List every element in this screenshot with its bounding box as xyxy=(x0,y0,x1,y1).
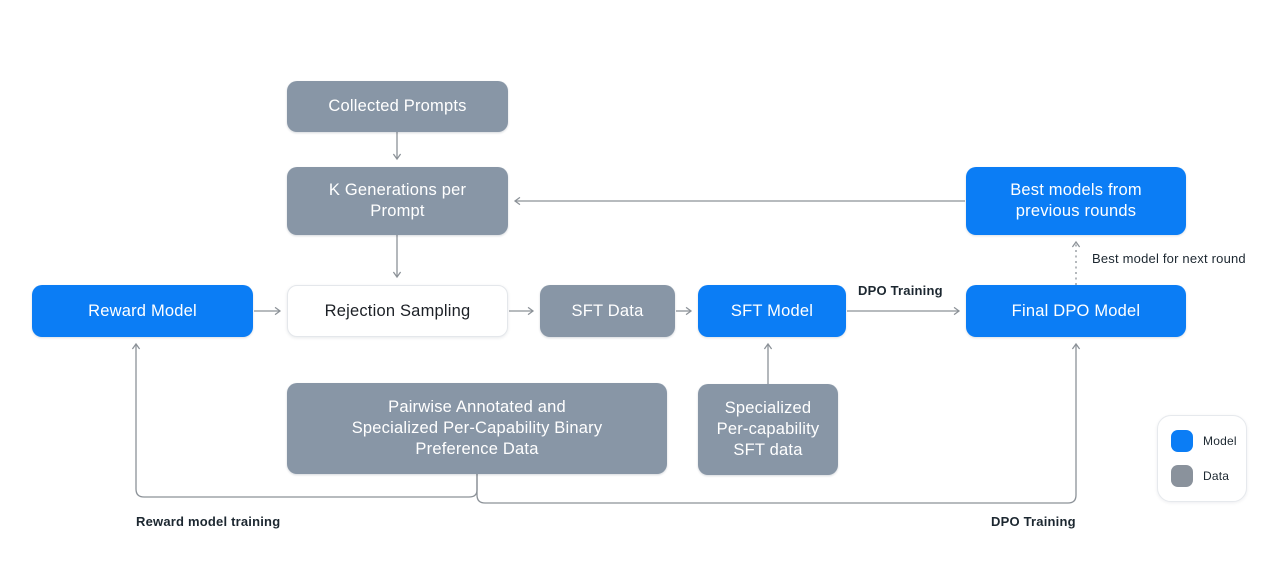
node-rejection-sampling: Rejection Sampling xyxy=(287,285,508,337)
edge-pairwise-to-finaldpo xyxy=(476,342,1081,504)
node-pairwise-preference-data: Pairwise Annotated and Specialized Per-C… xyxy=(287,383,667,474)
node-k-generations-per-prompt: K Generations per Prompt xyxy=(287,167,508,235)
legend-label-data: Data xyxy=(1203,469,1230,483)
legend: Model Data xyxy=(1157,415,1247,502)
legend-label-model: Model xyxy=(1203,434,1237,448)
node-specialized-sft-data: Specialized Per-capability SFT data xyxy=(698,384,838,475)
node-sft-model: SFT Model xyxy=(698,285,846,337)
edge-label-reward-model-training: Reward model training xyxy=(136,514,281,529)
edge-label-dpo-training-bottom: DPO Training xyxy=(991,514,1076,529)
node-reward-model: Reward Model xyxy=(32,285,253,337)
node-final-dpo-model: Final DPO Model xyxy=(966,285,1186,337)
edge-label-best-model-for-next-round: Best model for next round xyxy=(1092,251,1246,266)
edge-label-dpo-training-top: DPO Training xyxy=(858,283,943,298)
data-color-swatch xyxy=(1171,465,1193,487)
node-best-models-from-previous-rounds: Best models from previous rounds xyxy=(966,167,1186,235)
model-color-swatch xyxy=(1171,430,1193,452)
legend-item-data: Data xyxy=(1171,465,1246,487)
legend-item-model: Model xyxy=(1171,430,1246,452)
node-sft-data: SFT Data xyxy=(540,285,675,337)
node-collected-prompts: Collected Prompts xyxy=(287,81,508,132)
